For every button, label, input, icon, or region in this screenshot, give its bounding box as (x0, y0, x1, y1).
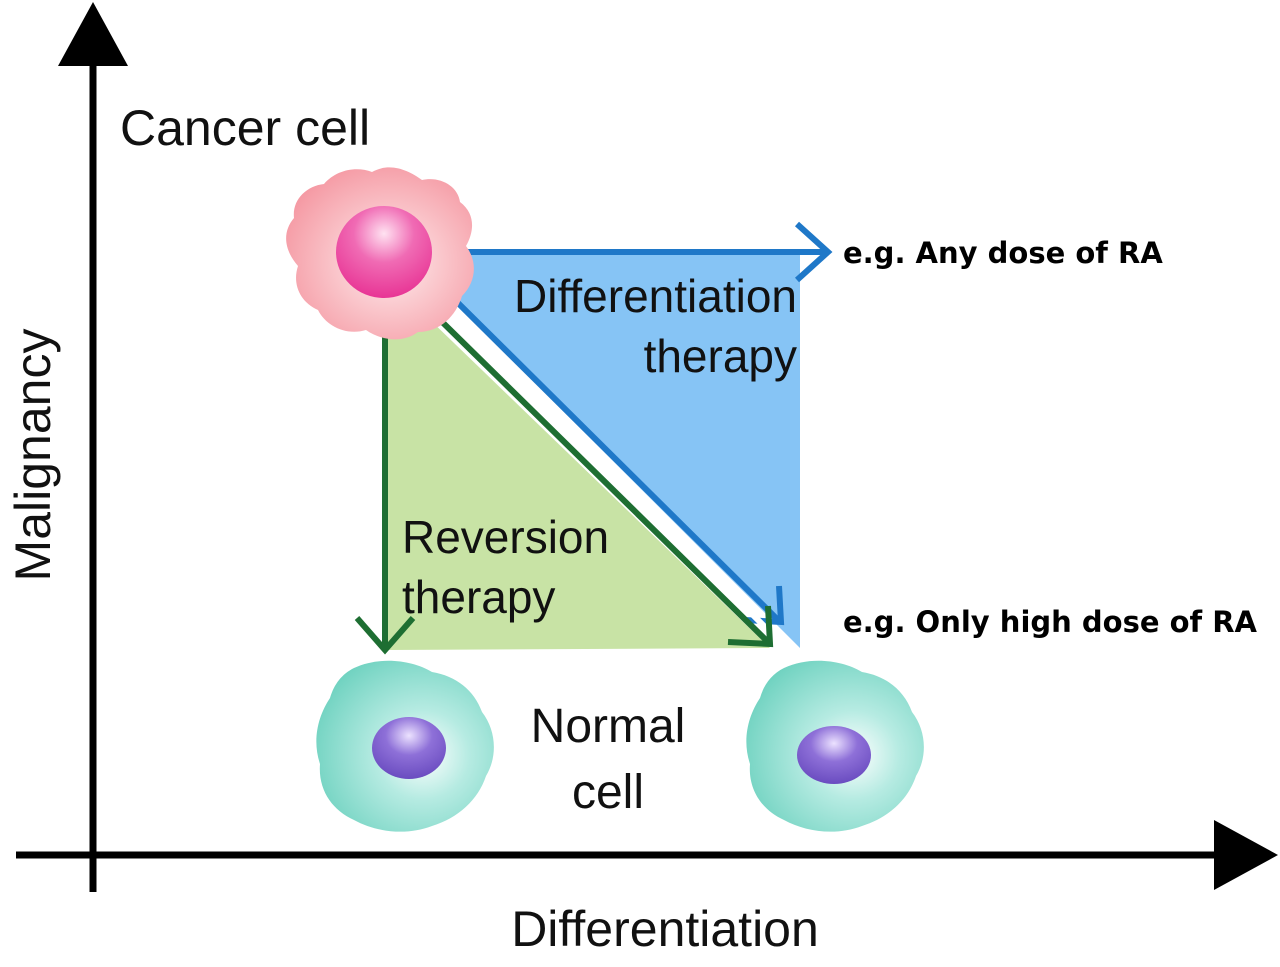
normal-cell-right-icon (746, 660, 924, 832)
differentiation-therapy-label-line1: Differentiation (514, 270, 797, 322)
y-axis-label: Malignancy (5, 329, 61, 582)
normal-cell-label-line1: Normal (531, 700, 686, 753)
diagonal-separator (442, 303, 771, 633)
cancer-cell-label: Cancer cell (120, 100, 370, 156)
blue-horizontal-arrowhead (794, 221, 833, 283)
differentiation-therapy-label-line2: therapy (644, 330, 797, 382)
reversion-therapy-region (385, 315, 770, 650)
normal-cell-left-icon (316, 660, 494, 832)
y-axis-arrowhead (58, 2, 128, 66)
x-axis-label: Differentiation (511, 901, 819, 957)
blue-diagonal-arrow (452, 297, 781, 623)
green-vertical-arrowhead (354, 616, 416, 655)
x-axis-arrowhead (1214, 820, 1278, 890)
reversion-therapy-label-line2: therapy (402, 571, 555, 623)
green-diagonal-arrow (429, 309, 771, 645)
green-diagonal-arrowhead (727, 605, 774, 648)
reversion-therapy-label-line1: Reversion (402, 511, 609, 563)
high-dose-annotation: e.g. Only high dose of RA (843, 605, 1258, 639)
cancer-cell-icon (286, 167, 474, 340)
normal-cell-label-line2: cell (572, 766, 644, 819)
any-dose-annotation: e.g. Any dose of RA (843, 236, 1163, 270)
